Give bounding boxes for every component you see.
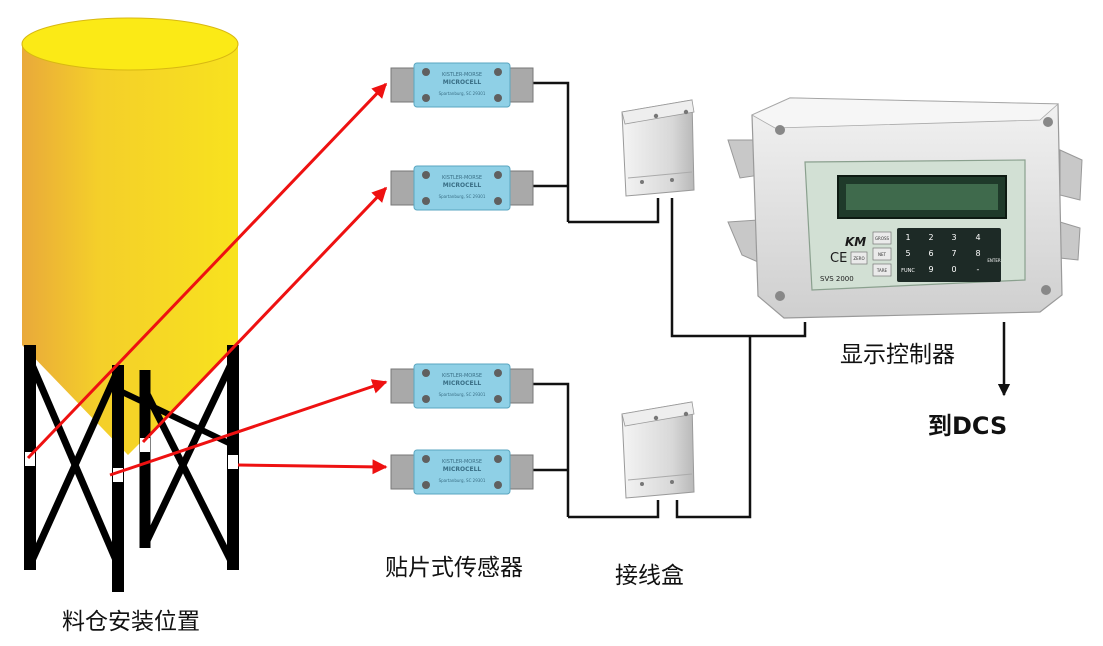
- svg-text:2: 2: [928, 233, 933, 242]
- wire-sensor-1: [533, 81, 570, 222]
- svg-text:6: 6: [928, 249, 933, 258]
- svg-text:1: 1: [905, 233, 910, 242]
- silo-legs: [24, 345, 239, 592]
- svg-text:Spartanburg, SC 29301: Spartanburg, SC 29301: [439, 392, 486, 397]
- svg-text:-: -: [977, 265, 980, 274]
- sensor-position-arrows: [26, 82, 388, 477]
- controller-model: SVS 2000: [820, 275, 854, 283]
- svg-text:9: 9: [928, 265, 933, 274]
- silo-cone: [22, 345, 238, 455]
- svg-text:MICROCELL: MICROCELL: [443, 182, 482, 189]
- wiring: [533, 81, 1011, 519]
- svg-text:KISTLER-MORSE: KISTLER-MORSE: [442, 175, 482, 181]
- dcs-output-label: 到DCS: [928, 412, 1008, 440]
- svg-text:MICROCELL: MICROCELL: [443, 380, 482, 387]
- sensor-label: 贴片式传感器: [385, 555, 523, 581]
- wire-box-top-to-controller: [670, 198, 807, 338]
- junction-box-label: 接线盒: [615, 563, 684, 589]
- strain-sensor-2: KISTLER-MORSE MICROCELL Spartanburg, SC …: [390, 165, 534, 211]
- svg-text:8: 8: [975, 249, 980, 258]
- svg-text:0: 0: [951, 265, 956, 274]
- svg-text:NET: NET: [878, 252, 887, 257]
- controller-brand: KM: [845, 235, 866, 249]
- silo-label: 料仓安装位置: [62, 609, 200, 635]
- svg-text:3: 3: [951, 233, 956, 242]
- wire-sensors-bottom-to-box: [568, 500, 660, 519]
- silo-body: [22, 44, 238, 345]
- svg-text:KISTLER-MORSE: KISTLER-MORSE: [442, 459, 482, 465]
- controller-label: 显示控制器: [840, 342, 955, 368]
- svg-text:KISTLER-MORSE: KISTLER-MORSE: [442, 72, 482, 78]
- display-controller: KM CE SVS 2000 ZERO GROSS NET TARE 1 2 3…: [727, 97, 1083, 319]
- silo-top: [21, 17, 239, 71]
- wire-sensors-top-to-box: [568, 198, 660, 224]
- svg-text:KISTLER-MORSE: KISTLER-MORSE: [442, 373, 482, 379]
- sensor-mount-points: [25, 438, 238, 482]
- svg-text:ENTER: ENTER: [987, 258, 1000, 263]
- svg-text:Spartanburg, SC 29301: Spartanburg, SC 29301: [439, 194, 486, 199]
- wire-sensor-3: [533, 382, 570, 517]
- junction-box-bottom: [621, 401, 695, 499]
- svg-text:Spartanburg, SC 29301: Spartanburg, SC 29301: [439, 91, 486, 96]
- strain-sensor-1: KISTLER-MORSE MICROCELL Spartanburg, SC …: [390, 62, 534, 108]
- junction-box-top: [621, 99, 695, 197]
- svg-text:7: 7: [951, 249, 956, 258]
- svg-text:MICROCELL: MICROCELL: [443, 79, 482, 86]
- strain-sensor-4: KISTLER-MORSE MICROCELL Spartanburg, SC …: [390, 449, 534, 495]
- svg-text:Spartanburg, SC 29301: Spartanburg, SC 29301: [439, 478, 486, 483]
- svg-text:MICROCELL: MICROCELL: [443, 466, 482, 473]
- svg-text:5: 5: [905, 249, 910, 258]
- wire-box-bottom-to-controller: [675, 336, 752, 519]
- controller-keypad: 1 2 3 4 5 6 7 8 FUNC 9 0 - ENTER: [897, 228, 1001, 282]
- svg-text:TARE: TARE: [876, 268, 888, 273]
- svg-text:ZERO: ZERO: [853, 256, 864, 261]
- svg-text:FUNC: FUNC: [901, 268, 915, 274]
- controller-ce-mark: CE: [830, 251, 847, 266]
- strain-sensor-3: KISTLER-MORSE MICROCELL Spartanburg, SC …: [390, 363, 534, 409]
- svg-text:GROSS: GROSS: [875, 236, 890, 241]
- silo: [21, 17, 239, 455]
- svg-text:4: 4: [975, 233, 980, 242]
